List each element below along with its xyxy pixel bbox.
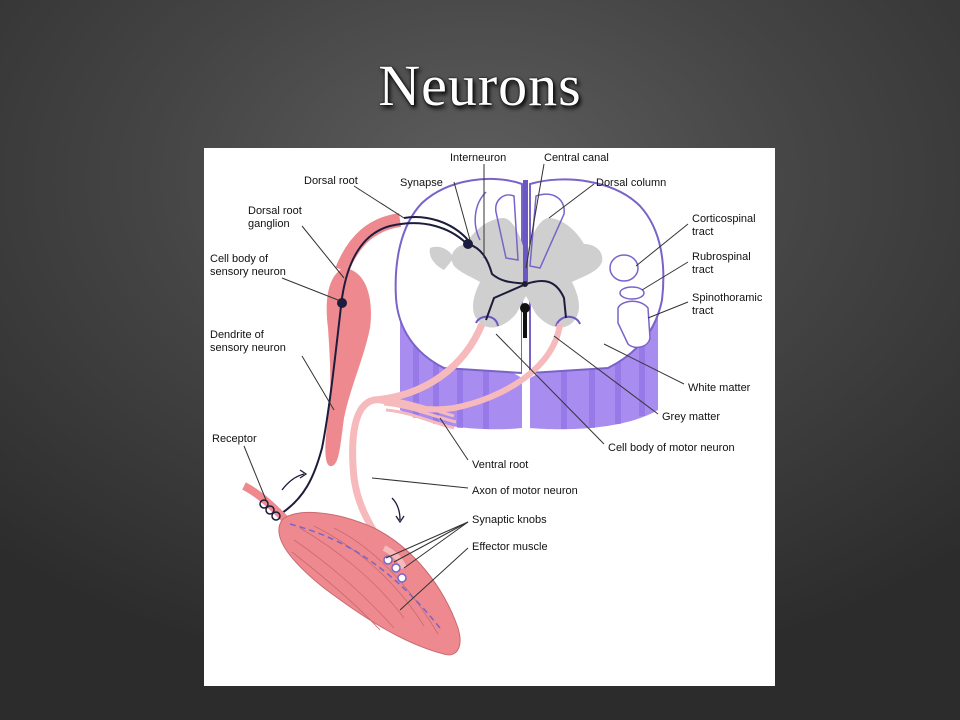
label-rubrospinal-line2: tract <box>692 264 713 276</box>
label-rubrospinal-line1: Rubrospinal <box>692 251 751 263</box>
synaptic-knob <box>391 563 401 573</box>
label-corticospinal-line1: Corticospinal <box>692 213 756 225</box>
effector-muscle <box>278 512 461 656</box>
rubrospinal-tract <box>619 286 645 300</box>
slide-title: Neurons <box>378 53 582 118</box>
label-spinothalamic-line2: tract <box>692 305 713 317</box>
label-central-canal: Central canal <box>544 152 609 164</box>
synaptic-knob <box>397 573 407 583</box>
spinothalamic-tract <box>617 300 651 349</box>
label-cell-body-motor: Cell body of motor neuron <box>608 442 735 454</box>
label-synapse: Synapse <box>400 177 443 189</box>
central-canal-line <box>523 180 528 282</box>
label-dorsal-root-ganglion-line1: Dorsal root <box>248 205 302 217</box>
label-dendrite-sensory-line2: sensory neuron <box>210 342 286 354</box>
dorsal-column <box>495 194 519 261</box>
label-dorsal-column: Dorsal column <box>596 177 666 189</box>
arrow-motor <box>391 497 401 521</box>
sensory-neuron <box>281 216 567 514</box>
leader-lines <box>243 163 689 611</box>
ventral-fissure <box>522 308 528 432</box>
label-dorsal-root: Dorsal root <box>304 175 358 187</box>
label-effector-muscle: Effector muscle <box>472 541 548 553</box>
interneuron-synapse <box>463 239 473 249</box>
spinal-reflex-diagram: Interneuron Central canal Dorsal root Sy… <box>204 148 775 686</box>
label-receptor: Receptor <box>212 433 257 445</box>
label-grey-matter: Grey matter <box>662 411 720 423</box>
arrow-sensory <box>281 473 305 491</box>
dorsal-root-ganglion <box>325 268 371 467</box>
sensory-cell-body <box>337 298 347 308</box>
motor-axon-bundle <box>349 322 563 550</box>
label-corticospinal-line2: tract <box>692 226 713 238</box>
spinal-cord-section <box>394 177 665 432</box>
label-synaptic-knobs: Synaptic knobs <box>472 514 547 526</box>
label-axon-motor: Axon of motor neuron <box>472 485 578 497</box>
label-ventral-root: Ventral root <box>472 459 528 471</box>
label-interneuron: Interneuron <box>450 152 506 164</box>
receptor <box>242 482 289 523</box>
label-spinothalamic-line1: Spinothoramic <box>692 292 763 304</box>
label-cell-body-sensory-line2: sensory neuron <box>210 266 286 278</box>
label-white-matter: White matter <box>688 382 751 394</box>
label-cell-body-sensory-line1: Cell body of <box>210 253 269 265</box>
label-dorsal-root-ganglion-line2: ganglion <box>248 218 290 230</box>
label-dendrite-sensory-line1: Dendrite of <box>210 329 265 341</box>
corticospinal-tract <box>609 254 639 282</box>
